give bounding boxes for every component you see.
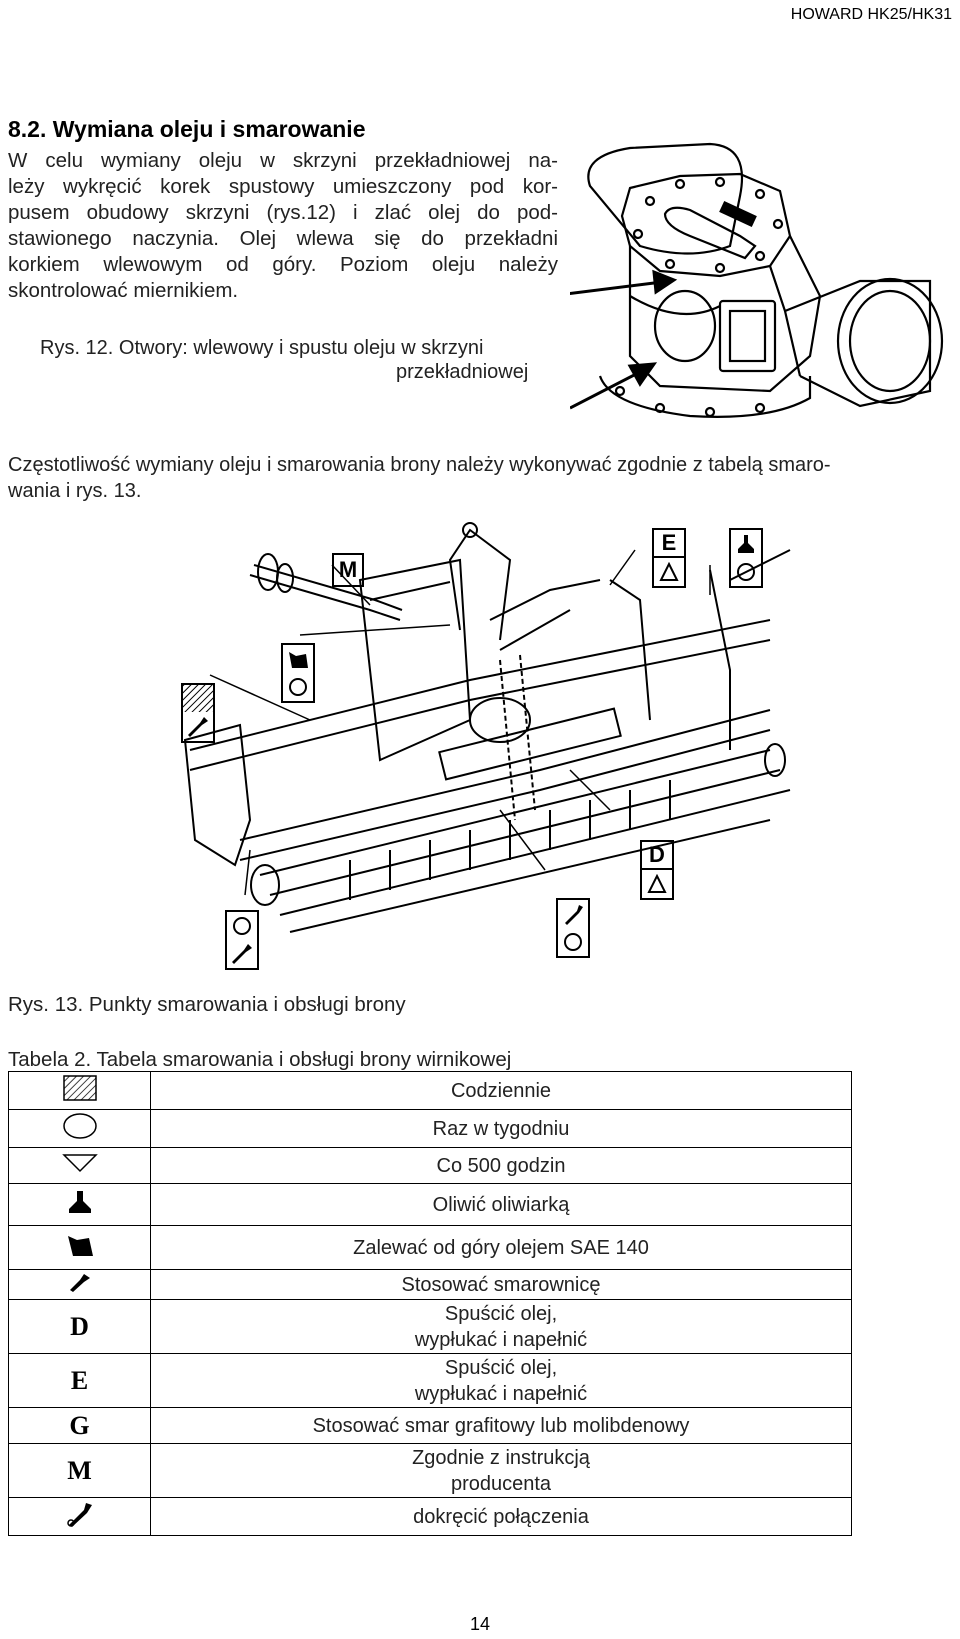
marker-e-triangle: E <box>652 528 686 588</box>
symbol-cell: E <box>8 1353 151 1408</box>
lubrication-table: Codziennie Raz w tygodniu Co 500 godzin … <box>8 1071 852 1536</box>
symbol-cell <box>8 1109 151 1148</box>
figure-13-caption: Rys. 13. Punkty smarowania i obsługi bro… <box>8 993 406 1016</box>
description-cell: Zgodnie z instrukcją producenta <box>150 1443 852 1498</box>
figure-12-caption-continued: przekładniowej <box>396 361 529 383</box>
marker-d-triangle: D <box>640 840 674 900</box>
description-cell: Spuścić olej, wypłukać i napełnić <box>150 1353 852 1408</box>
symbol-cell <box>8 1147 151 1184</box>
table-row: M Zgodnie z instrukcją producenta <box>8 1443 852 1498</box>
oil-fill-icon <box>67 1235 93 1256</box>
description-cell: Raz w tygodniu <box>150 1109 852 1148</box>
oil-fill-icon <box>289 652 308 668</box>
symbol-cell <box>8 1071 151 1110</box>
document-header: HOWARD HK25/HK31 <box>790 6 952 23</box>
instruction-paragraph: W celu wymiany oleju w skrzyni przekładn… <box>8 148 558 304</box>
description-cell: Co 500 godzin <box>150 1147 852 1184</box>
marker-oil-fill-circle <box>281 643 315 703</box>
symbol-cell <box>8 1269 151 1300</box>
table-row: D Spuścić olej, wypłukać i napełnić <box>8 1299 852 1354</box>
circle-icon <box>62 1112 97 1139</box>
harrow-illustration <box>183 522 791 933</box>
marker-hatched-grease <box>181 683 215 743</box>
grease-gun-icon <box>232 944 252 964</box>
description-cell: Zalewać od góry olejem SAE 140 <box>150 1225 852 1270</box>
symbol-cell: D <box>8 1299 151 1354</box>
frequency-line: Częstotliwość wymiany oleju i smarowania… <box>8 454 831 476</box>
marker-m: M <box>332 553 364 587</box>
description-line: Spuścić olej, <box>444 1356 558 1379</box>
hatched-square-icon <box>183 685 213 712</box>
table-row: Co 500 godzin <box>8 1147 852 1184</box>
description-cell: Oliwić oliwiarką <box>150 1183 852 1226</box>
paragraph-line: pusem obudowy skrzyni (rys.12) i zlać ol… <box>8 201 558 224</box>
table-row: Stosować smarownicę <box>8 1269 852 1300</box>
frequency-note: Częstotliwość wymiany oleju i smarowania… <box>8 452 960 504</box>
triangle-icon <box>647 874 667 893</box>
paragraph-line: W celu wymiany oleju w skrzyni przekładn… <box>8 149 558 172</box>
symbol-letter: E <box>70 1365 89 1395</box>
symbol-cell: G <box>8 1407 151 1444</box>
table-row: E Spuścić olej, wypłukać i napełnić <box>8 1353 852 1408</box>
marker-circle-grease <box>225 910 259 970</box>
wrench-icon <box>565 905 583 925</box>
paragraph-line: leży wykręcić korek spustowy umieszczony… <box>8 175 558 198</box>
table-row: G Stosować smar grafitowy lub molibdenow… <box>8 1407 852 1444</box>
description-line: producenta <box>450 1472 552 1495</box>
marker-d-letter: D <box>642 842 672 870</box>
circle-icon <box>233 917 251 935</box>
circle-icon <box>564 933 582 951</box>
symbol-cell: M <box>8 1443 151 1498</box>
table-row: Oliwić oliwiarką <box>8 1183 852 1226</box>
symbol-cell <box>8 1497 151 1536</box>
description-line: Spuścić olej, <box>444 1302 558 1325</box>
paragraph-line: skontrolować miernikiem. <box>8 279 239 302</box>
paragraph-line: korkiem wlewowym od góry. Poziom oleju n… <box>8 253 558 276</box>
description-cell: Spuścić olej, wypłukać i napełnić <box>150 1299 852 1354</box>
symbol-letter: G <box>69 1410 90 1440</box>
circle-icon <box>737 563 755 581</box>
section-heading: 8.2. Wymiana oleju i smarowanie <box>8 116 366 142</box>
table-title: Tabela 2. Tabela smarowania i obsługi br… <box>8 1048 512 1071</box>
grease-gun-icon <box>69 1273 90 1292</box>
triangle-icon <box>659 562 679 581</box>
grease-gun-icon <box>188 717 208 737</box>
table-row: Zalewać od góry olejem SAE 140 <box>8 1225 852 1270</box>
symbol-cell <box>8 1183 151 1226</box>
table-row: Codziennie <box>8 1071 852 1110</box>
description-cell: Codziennie <box>150 1071 852 1110</box>
gearbox-illustration <box>570 142 944 418</box>
table-row: Raz w tygodniu <box>8 1109 852 1148</box>
wrench-icon <box>66 1502 92 1527</box>
page-number: 14 <box>469 1614 491 1634</box>
symbol-cell <box>8 1225 151 1270</box>
description-cell: dokręcić połączenia <box>150 1497 852 1536</box>
symbol-letter: M <box>67 1455 92 1485</box>
table-row: dokręcić połączenia <box>8 1497 852 1536</box>
hatched-square-icon <box>62 1074 97 1101</box>
figure-12-caption: Rys. 12. Otwory: wlewowy i spustu oleju … <box>40 337 484 359</box>
circle-icon <box>289 678 307 696</box>
symbol-letter: D <box>70 1311 89 1341</box>
marker-wrench-circle <box>556 898 590 958</box>
triangle-down-icon <box>61 1153 98 1172</box>
marker-oil-can-circle <box>729 528 763 588</box>
description-line: wypłukać i napełnić <box>414 1382 588 1405</box>
frequency-line: wania i rys. 13. <box>8 480 142 502</box>
description-line: Zgodnie z instrukcją <box>412 1446 590 1469</box>
description-cell: Stosować smar grafitowy lub molibdenowy <box>150 1407 852 1444</box>
paragraph-line: stawionego naczynia. Olej wlewa się do p… <box>8 227 558 250</box>
description-line: wypłukać i napełnić <box>414 1328 588 1351</box>
oil-can-icon <box>68 1190 91 1213</box>
description-cell: Stosować smarownicę <box>150 1269 852 1300</box>
marker-e-letter: E <box>654 530 684 558</box>
oil-can-icon <box>738 535 754 553</box>
